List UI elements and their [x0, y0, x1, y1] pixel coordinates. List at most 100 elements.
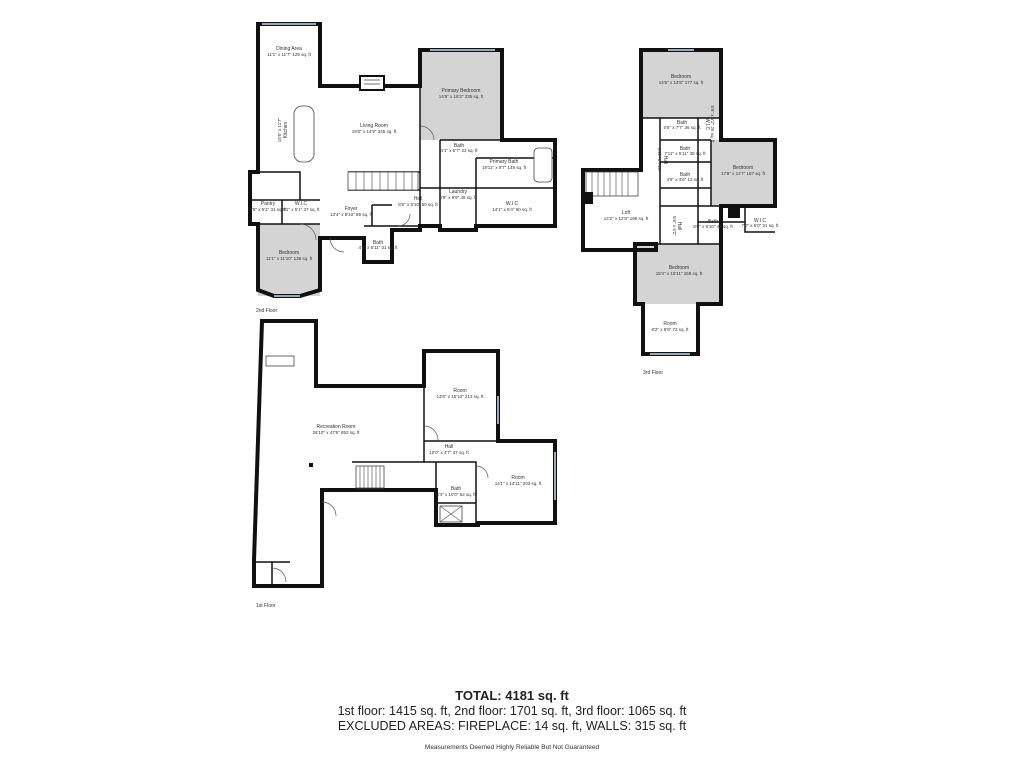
third-floor-plan: Bedroom 14'6" x 14'8" 177 sq. ft Bath 5'… — [581, 48, 780, 376]
stairs-icon — [585, 171, 639, 197]
second-floor-plan: Dining Area 11'1" x 11'7" 129 sq. ft Liv… — [248, 22, 557, 314]
laundry-dims: 6'9" x 6'9" 46 sq. ft — [440, 195, 478, 200]
bath-label: Bath — [454, 143, 465, 149]
bar-counter-icon — [265, 355, 295, 367]
door-swing-icon — [321, 501, 337, 517]
hall-dims: 5'6" x 6'2" — [672, 216, 677, 236]
hall-label: Hall — [676, 222, 682, 231]
bedroom-dims: 14'6" x 14'8" 177 sq. ft — [659, 80, 704, 85]
loft-label: Loft — [622, 210, 631, 216]
primary-bedroom-dims: 14'6" x 16'3" 235 sq. ft — [439, 94, 484, 99]
wic-label: W.I.C — [704, 118, 710, 131]
door-swing-icon — [299, 223, 317, 241]
primary-bedroom-label: Primary Bedroom — [442, 88, 481, 94]
pantry-dims: 5'8" x 5'1" 31 sq. ft — [250, 207, 288, 212]
bath-label: Bath — [451, 486, 462, 492]
first-floor-plan: Recreation Room 26'10" x 47'6" 852 sq. f… — [252, 319, 557, 609]
door-swing-icon — [329, 237, 345, 253]
hall-dims: 8'6" x 5'10" 50 sq. ft — [398, 202, 438, 207]
wic-small-dims: 5'1" x 5'1" 37 sq. ft — [283, 207, 321, 212]
dining-area-dims: 11'1" x 11'7" 129 sq. ft — [267, 52, 312, 57]
first-floor-label: 1st Floor — [256, 603, 276, 609]
first-floor-interior-walls — [254, 386, 498, 586]
first-floor-outline — [252, 319, 557, 588]
foyer-label: Foyer — [345, 206, 358, 212]
recreation-room-dims: 26'10" x 47'6" 852 sq. ft — [313, 430, 361, 435]
bedroom-dims: 11'1" x 11'10" 138 sq. ft — [266, 256, 313, 261]
fireplace-grate-icon — [364, 79, 380, 85]
floor-plan: Dining Area 11'1" x 11'7" 129 sq. ft Liv… — [248, 22, 780, 609]
wic-dims: 7'0" x 6'0" 31 sq. ft — [742, 223, 780, 228]
shower-drain-icon — [439, 505, 463, 523]
hall-dims: 10'0" x 4'7" 47 sq. ft — [429, 450, 469, 455]
stairs-icon — [347, 171, 419, 191]
wic-label: W.I.C — [754, 218, 767, 224]
bath-dims: 5'6" x 7'7" 36 sq. ft — [664, 125, 702, 130]
room-label: Room — [453, 388, 466, 394]
bedroom-label: Bedroom — [669, 265, 689, 271]
bath-label: Bath — [373, 240, 384, 246]
kitchen-label: Kitchen — [283, 121, 289, 138]
door-swing-icon — [423, 425, 439, 441]
room-label: Room — [663, 321, 676, 327]
bedroom-fill — [641, 50, 721, 118]
excluded-areas: EXCLUDED AREAS: FIREPLACE: 14 sq. ft, WA… — [337, 719, 687, 733]
second-floor-label: 2nd Floor — [256, 308, 277, 314]
bedroom-dims: 17'8" x 11'7" 167 sq. ft — [721, 171, 766, 176]
door-swing-icon — [475, 465, 489, 479]
bath-dims: 4'2" x 5'11" 31 sq. ft — [358, 245, 398, 250]
wic-small-label: W.I.C — [295, 201, 308, 207]
loft-dims: 14'2" x 12'8" 198 sq. ft — [604, 216, 649, 221]
bath-label: Bath — [680, 146, 691, 152]
primary-bath-label: Primary Bath — [490, 159, 519, 165]
recreation-room-label: Recreation Room — [317, 424, 356, 430]
bathtub-icon — [533, 147, 553, 183]
third-floor-label: 3rd Floor — [643, 370, 663, 376]
room-dims: 8'2" x 8'9" 72 sq. ft — [652, 327, 690, 332]
living-room-dims: 19'0" x 14'9" 345 sq. ft — [352, 129, 397, 134]
hall-label: Hall — [662, 156, 668, 165]
bedroom-label: Bedroom — [671, 74, 691, 80]
primary-bath-dims: 19'11" x 8'7" 149 sq. ft — [482, 165, 527, 170]
wic-primary-dims: 14'1" x 6'4" 90 sq. ft — [492, 207, 532, 212]
kitchen-dims: 15'5" x 11'7" — [277, 117, 282, 142]
chimney-icon — [728, 206, 740, 218]
chimney-icon — [585, 192, 593, 204]
total-area: TOTAL: 4181 sq. ft — [455, 688, 569, 703]
living-room-label: Living Room — [360, 123, 388, 129]
hall-label: Hall — [414, 196, 423, 202]
room-dims: 13'8" x 15'10" 213 sq. ft — [437, 394, 485, 399]
foyer-dims: 13'4" x 8'10" 89 sq. ft — [330, 212, 373, 217]
floor-areas: 1st floor: 1415 sq. ft, 2nd floor: 1701 … — [337, 704, 687, 718]
pantry-label: Pantry — [261, 201, 276, 207]
door-swing-icon — [419, 125, 435, 141]
bedroom-dims: 15'4" x 10'11" 168 sq. ft — [656, 271, 703, 276]
bath-dims: 6'4" x 10'0" 62 sq. ft — [436, 492, 476, 497]
bath-dims: 8'6" x 6'10" 47 sq. ft — [693, 224, 733, 229]
bath-label: Bath — [677, 120, 688, 126]
third-floor-interior-walls — [635, 117, 775, 245]
hall-dims: 4'11" x 7'10" — [657, 148, 662, 173]
wic-primary-label: W.I.C — [506, 201, 519, 207]
stairs-icon — [355, 465, 385, 489]
bedroom-fill — [635, 244, 721, 304]
bedroom-fill — [258, 224, 320, 296]
primary-bedroom-fill — [420, 50, 502, 140]
dining-area-label: Dining Area — [276, 46, 302, 52]
bath-label: Bath — [708, 219, 719, 225]
column-icon — [309, 463, 313, 467]
bedroom-fill — [711, 140, 775, 206]
bedroom-label: Bedroom — [279, 250, 299, 256]
room-label: Room — [511, 475, 524, 481]
room-dims: 14'1" x 14'11" 203 sq. ft — [495, 481, 542, 486]
bath-label: Bath — [680, 172, 691, 178]
disclaimer: Measurements Deemed Highly Reliable But … — [424, 744, 600, 751]
door-swing-icon — [397, 213, 411, 227]
kitchen-island-icon — [293, 105, 315, 163]
bath-dims: 7'11" x 6'11" 38 sq. ft — [664, 151, 706, 156]
bath-dims: 4'6" x 4'6" 13 sq. ft — [667, 177, 705, 182]
hall-label: Hall — [445, 444, 454, 450]
wic-dims: 5'6" x 5'2" 26 sq. ft — [710, 106, 715, 144]
second-floor-outline — [248, 22, 557, 298]
fireplace-icon — [359, 75, 385, 91]
